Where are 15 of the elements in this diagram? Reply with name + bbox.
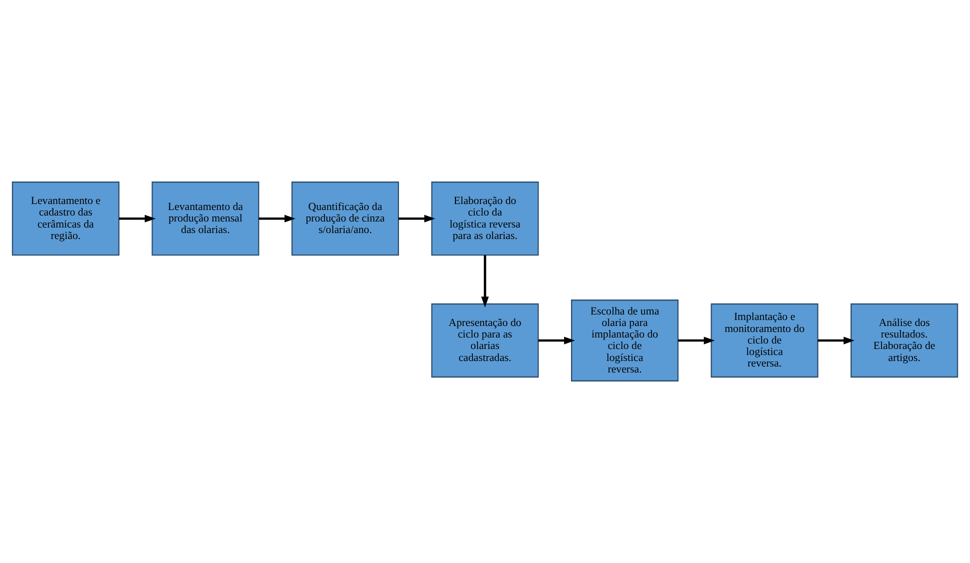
- arrow: [118, 214, 156, 222]
- node-box: Escolha de uma olaria para implantação do ciclo de logística reversa.: [571, 300, 679, 382]
- node-box: Análise dos resultados. Elaboração de artigos.: [850, 303, 958, 378]
- arrow: [818, 336, 855, 344]
- arrow: [258, 214, 296, 222]
- node-box: Apresentação do ciclo para as olarias cadastradas.: [431, 303, 539, 378]
- arrow: [398, 214, 436, 222]
- node-box: Quantificação da produção de cinzas/olaria/ano.: [291, 182, 399, 256]
- node-box: Elaboração do ciclo da logística reversa para as olarias.: [431, 182, 539, 256]
- arrow: [481, 255, 489, 308]
- node-box: Levantamento e cadastro das cerâmicas da região.: [12, 182, 120, 256]
- arrow: [538, 336, 575, 344]
- node-box: Levantamento da produção mensal das olarias.: [152, 182, 260, 256]
- arrow: [678, 336, 715, 344]
- node-box: Implantação e monitoramento do ciclo de logística reversa.: [710, 303, 818, 378]
